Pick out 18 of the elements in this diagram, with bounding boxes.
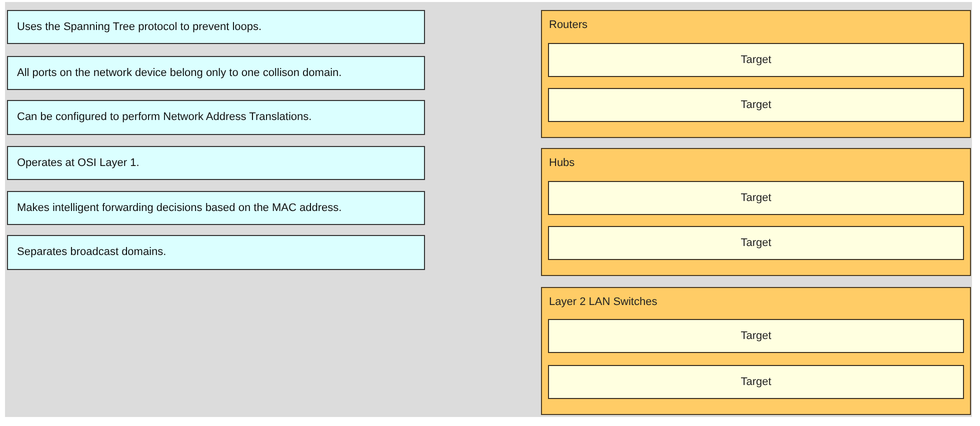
- category-panel: [541, 148, 971, 276]
- answer-option-card: Makes intelligent forwarding decisions based on the MAC address.: [7, 191, 425, 225]
- drop-target: Target: [548, 181, 964, 215]
- drop-target: Target: [548, 43, 964, 77]
- category-heading: Routers: [549, 19, 588, 32]
- category-panel: [541, 287, 971, 415]
- drop-target: Target: [548, 226, 964, 260]
- category-heading: Layer 2 LAN Switches: [549, 296, 658, 309]
- answer-option-card: Separates broadcast domains.: [7, 235, 425, 270]
- answer-option-card: All ports on the network device belong only to one collison domain.: [7, 56, 425, 90]
- category-panel: [541, 10, 971, 138]
- drop-target: Target: [548, 319, 964, 353]
- answer-option-card: Can be configured to perform Network Address Translations.: [7, 100, 425, 135]
- category-heading: Hubs: [549, 157, 575, 170]
- drop-target: Target: [548, 88, 964, 122]
- answer-option-card: Uses the Spanning Tree protocol to prevent loops.: [7, 10, 425, 44]
- drop-target: Target: [548, 365, 964, 399]
- answer-option-card: Operates at OSI Layer 1.: [7, 146, 425, 180]
